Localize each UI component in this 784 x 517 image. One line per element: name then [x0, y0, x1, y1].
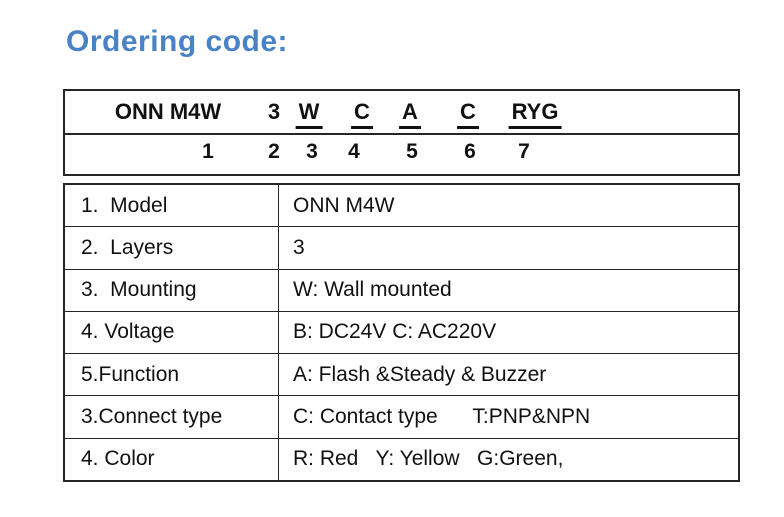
- page-title: Ordering code:: [66, 25, 289, 58]
- position-number-4: 4: [348, 140, 360, 163]
- row-value: B: DC24V C: AC220V: [293, 320, 497, 344]
- row-label: 2. Layers: [65, 227, 279, 269]
- position-number-6: 6: [464, 140, 476, 163]
- row-value: W: Wall mounted: [293, 278, 452, 302]
- table-row-mounting: 3. Mounting W: Wall mounted: [65, 268, 738, 311]
- position-number-7: 7: [518, 140, 530, 163]
- position-number-3: 3: [306, 140, 318, 163]
- position-number-2: 2: [268, 140, 280, 163]
- table-row-function: 5.Function A: Flash &Steady & Buzzer: [65, 353, 738, 396]
- row-label: 4. Color: [65, 438, 279, 480]
- code-segment-model: ONN M4W: [114, 99, 222, 124]
- row-label: 3. Mounting: [65, 269, 279, 311]
- code-segment-connect-type: C: [457, 99, 479, 129]
- row-value: C: Contact type T:PNP&NPN: [293, 405, 591, 429]
- row-label: 3.Connect type: [65, 396, 279, 438]
- row-value: R: Red Y: Yellow G:Green,: [293, 447, 564, 471]
- table-row-connect-type: 3.Connect type C: Contact type T:PNP&NPN: [65, 395, 738, 438]
- row-label: 1. Model: [65, 185, 279, 227]
- row-value: ONN M4W: [293, 193, 395, 217]
- row-label: 5.Function: [65, 354, 279, 396]
- code-segment-layers: 3: [267, 99, 281, 124]
- code-segment-color: RYG: [508, 99, 562, 129]
- spec-table: 1. Model ONN M4W 2. Layers 3 3. Mounting…: [63, 183, 740, 482]
- code-segment-function: A: [399, 99, 421, 129]
- ordering-code-row: ONN M4W 3 W C A C RYG: [65, 91, 738, 135]
- position-number-1: 1: [202, 140, 214, 163]
- table-row-layers: 2. Layers 3: [65, 226, 738, 269]
- row-label: 4. Voltage: [65, 311, 279, 354]
- table-row-model: 1. Model ONN M4W: [65, 185, 738, 227]
- ordering-code-table: ONN M4W 3 W C A C RYG 1 2 3 4 5 6 7: [63, 89, 740, 176]
- table-row-color: 4. Color R: Red Y: Yellow G:Green,: [65, 437, 738, 480]
- code-segment-mounting: W: [295, 99, 323, 129]
- code-position-numbers-row: 1 2 3 4 5 6 7: [65, 135, 738, 174]
- table-row-voltage: 4. Voltage B: DC24V C: AC220V: [65, 310, 738, 354]
- row-value: 3: [293, 235, 305, 259]
- position-number-5: 5: [406, 140, 418, 163]
- code-segment-voltage: C: [351, 99, 373, 129]
- row-value: A: Flash &Steady & Buzzer: [293, 362, 547, 386]
